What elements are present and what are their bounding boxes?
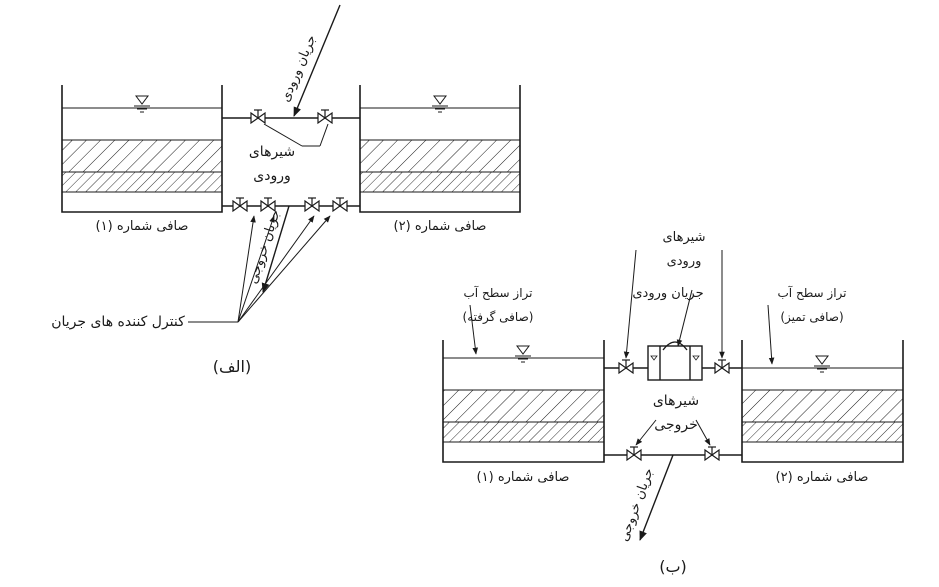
inlet-valves-label-line2: ورودی bbox=[253, 168, 290, 184]
outlet-flow-arrow bbox=[639, 454, 674, 541]
filter-1-tank-b bbox=[442, 340, 605, 463]
level-left-label-line2: (صافی گرفته) bbox=[463, 310, 534, 325]
level-left-label-line1: تراز سطح آب bbox=[464, 285, 533, 301]
water-level-icon bbox=[514, 345, 532, 363]
inlet-valves-label-line1: شیرهای bbox=[663, 230, 706, 245]
outlet-piping-b bbox=[604, 419, 742, 541]
inlet-valve-icon bbox=[317, 109, 333, 124]
outlet-piping-a bbox=[188, 197, 360, 323]
inlet-flow-label: جریان ورودی bbox=[632, 286, 703, 301]
filter-1-label: صافی شماره (۱) bbox=[477, 470, 570, 485]
level-right-label-line1: تراز سطح آب bbox=[778, 285, 847, 301]
outlet-valves-label-line1: شیرهای bbox=[653, 393, 699, 409]
water-level-icon bbox=[431, 95, 449, 113]
filter-2-tank-a bbox=[359, 85, 521, 213]
inlet-valves-label-line2: ورودی bbox=[667, 254, 702, 269]
inlet-valve-icon bbox=[618, 359, 634, 374]
filter-2-label: صافی شماره (۲) bbox=[776, 470, 869, 485]
diagram-a-caption: (الف) bbox=[213, 357, 251, 376]
filter-1-label: صافی شماره (۱) bbox=[96, 219, 189, 234]
outlet-valve-icon bbox=[332, 197, 348, 212]
inlet-splitter-b bbox=[604, 249, 742, 381]
water-level-icon bbox=[813, 355, 831, 373]
outlet-valves-label-line2: خروجی bbox=[654, 417, 697, 433]
filter-2-label: صافی شماره (۲) bbox=[394, 219, 487, 234]
outlet-valve-icon bbox=[232, 197, 248, 212]
outlet-valve-icon bbox=[260, 197, 276, 212]
filter-1-tank-a bbox=[61, 85, 223, 213]
inlet-flow-arrow bbox=[293, 4, 341, 117]
diagram-b-caption: (ب) bbox=[659, 557, 687, 576]
diagram-a: صافی شماره (۱) صافی شماره (۲) جریان ورود… bbox=[51, 4, 521, 376]
water-level-icon bbox=[133, 95, 151, 113]
flow-controllers-label: کنترل کننده های جریان bbox=[51, 314, 185, 330]
outlet-valve-icon bbox=[704, 446, 720, 461]
inlet-piping-a bbox=[222, 4, 360, 147]
inlet-flow-arrow bbox=[676, 289, 693, 347]
inlet-valve-icon bbox=[250, 109, 266, 124]
inlet-valve-icon bbox=[714, 359, 730, 374]
outlet-flow-arrow bbox=[261, 205, 290, 293]
outlet-flow-label: جریان خروجی bbox=[246, 208, 284, 286]
outlet-valve-icon bbox=[626, 446, 642, 461]
inlet-valves-label-line1: شیرهای bbox=[249, 144, 295, 160]
outlet-valve-icon bbox=[304, 197, 320, 212]
filter-2-tank-b bbox=[741, 340, 904, 463]
level-right-label-line2: (صافی تمیز) bbox=[780, 310, 843, 325]
diagram-b: صافی شماره (۱) صافی شماره (۲) شیرهای ورو… bbox=[442, 230, 904, 576]
outlet-flow-label: جریان خروجی bbox=[617, 466, 657, 543]
